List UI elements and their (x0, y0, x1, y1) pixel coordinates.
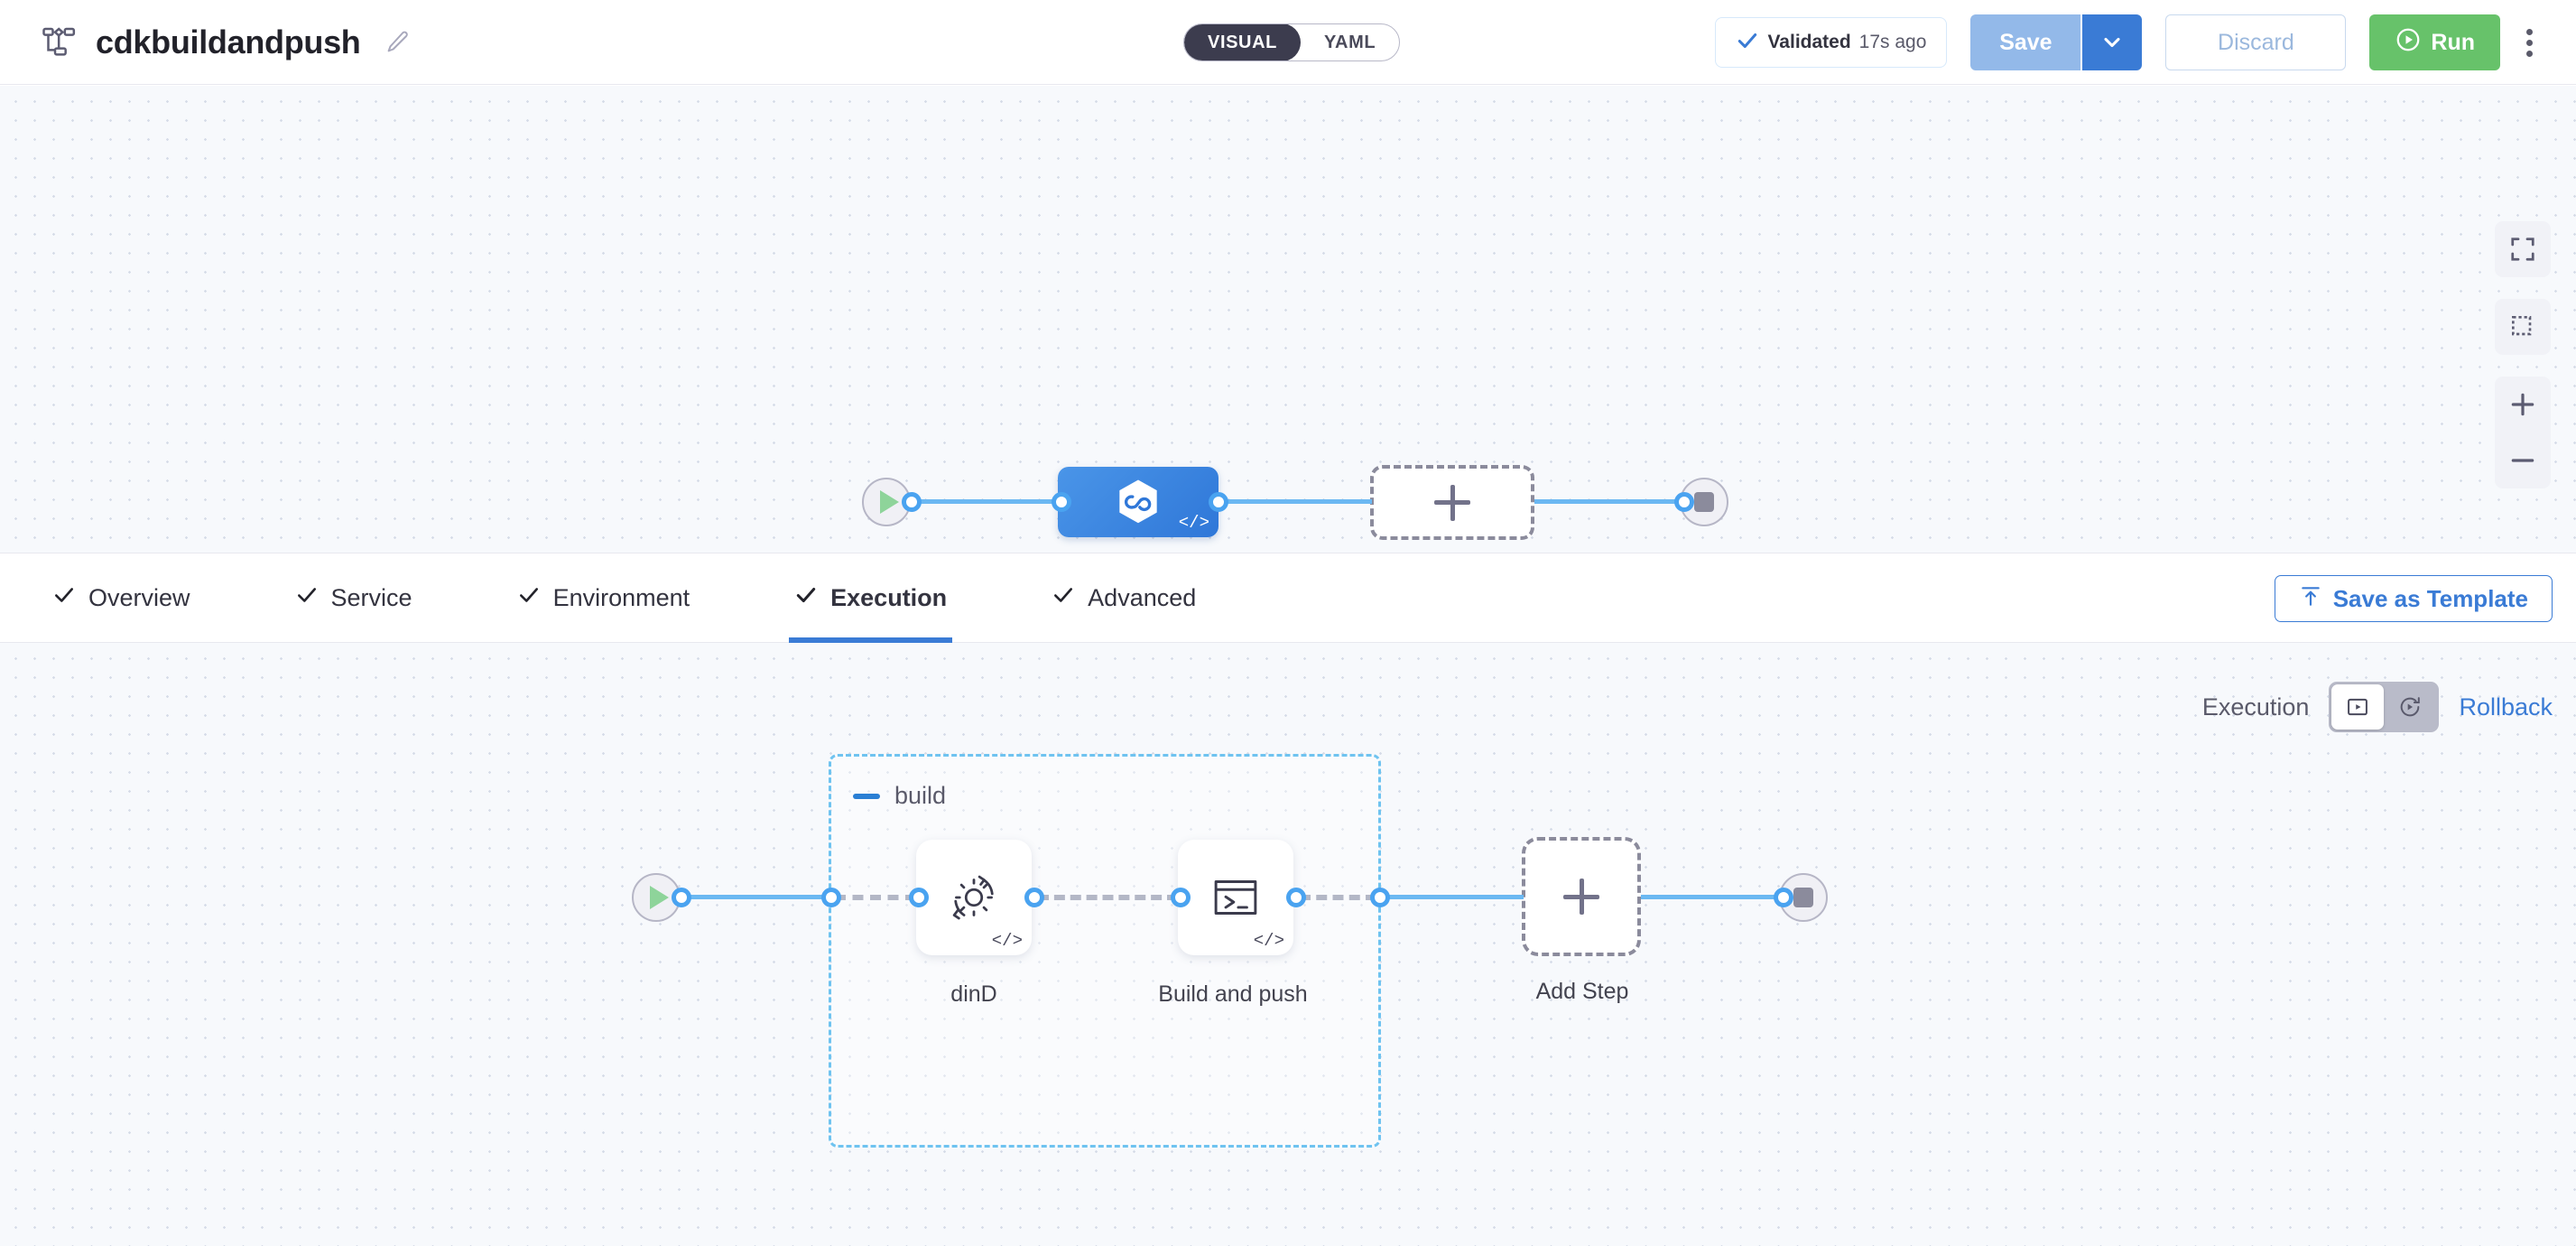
build-group-out-port[interactable] (1370, 888, 1390, 907)
validated-label: Validated (1767, 32, 1851, 52)
add-stage-button[interactable] (1370, 465, 1534, 540)
view-mode-visual[interactable]: VISUAL (1184, 24, 1301, 60)
upload-template-icon (2299, 584, 2322, 614)
ckd-out-port[interactable] (1209, 492, 1228, 512)
edge-group-to-addstep (1381, 895, 1524, 899)
edge-buildpush-to-groupend (1300, 895, 1376, 900)
play-icon (649, 886, 669, 909)
pencil-edit-icon[interactable] (381, 26, 413, 59)
stop-icon (1694, 492, 1714, 512)
execution-mode-toggle[interactable] (2329, 682, 2440, 732)
edge-start-to-ckd (912, 499, 1061, 504)
dashed-select-icon[interactable] (2495, 299, 2551, 355)
run-button[interactable]: Run (2369, 14, 2500, 70)
infinity-hexagon-icon (1119, 479, 1157, 524)
save-button-group: Save (1970, 14, 2143, 70)
edge-start-to-build (681, 895, 830, 899)
page-title: cdkbuildandpush (96, 23, 361, 60)
more-vertical-icon[interactable] (2506, 14, 2553, 70)
ckd-in-port[interactable] (1052, 492, 1071, 512)
discard-button[interactable]: Discard (2165, 14, 2347, 70)
edge-addstep-to-end (1641, 895, 1787, 899)
rollback-button[interactable]: Rollback (2459, 693, 2553, 721)
save-as-template-label: Save as Template (2332, 584, 2528, 612)
step-canvas[interactable]: Execution Rollback (0, 643, 2576, 1246)
buildpush-in-port[interactable] (1171, 888, 1191, 907)
check-icon (517, 583, 541, 613)
step-node-build-and-push[interactable]: </> (1178, 840, 1293, 955)
tab-execution-label: Execution (830, 583, 948, 611)
run-label: Run (2431, 29, 2475, 55)
step-end-port[interactable] (1774, 888, 1793, 907)
check-icon (52, 583, 76, 613)
plus-icon[interactable] (2495, 377, 2551, 432)
stage-node-ckd[interactable]: </> (1058, 467, 1219, 537)
play-circle-icon (2395, 26, 2422, 60)
zoom-in-out-group (2495, 377, 2551, 488)
execution-rollback-controls: Execution Rollback (2202, 682, 2553, 732)
pipeline-flow-icon (40, 23, 79, 62)
add-step-label: Add Step (1535, 979, 1629, 1004)
buildpush-out-port[interactable] (1286, 888, 1306, 907)
tab-service-label: Service (330, 583, 412, 611)
check-icon (295, 583, 319, 613)
edge-addstage-to-end (1534, 499, 1688, 504)
stop-icon (1793, 888, 1813, 907)
build-group-in-port[interactable] (821, 888, 841, 907)
tab-service[interactable]: Service (290, 553, 418, 643)
fullscreen-icon[interactable] (2495, 221, 2551, 277)
step-label-build-and-push: Build and push (1158, 981, 1308, 1007)
save-button[interactable]: Save (1970, 14, 2083, 70)
gear-rotate-icon (952, 875, 994, 920)
tab-advanced-label: Advanced (1088, 583, 1197, 611)
step-node-dind[interactable]: </> (916, 840, 1032, 955)
execution-label: Execution (2201, 693, 2310, 721)
save-as-template-button[interactable]: Save as Template (2274, 575, 2553, 622)
app-header: cdkbuildandpush VISUAL YAML Validated 17… (0, 0, 2576, 85)
stage-end-port[interactable] (1674, 492, 1694, 512)
header-actions: Validated 17s ago Save Discard Run (1715, 0, 2553, 85)
play-icon (879, 490, 899, 514)
dind-in-port[interactable] (909, 888, 929, 907)
add-step-button[interactable] (1522, 837, 1641, 956)
play-box-icon[interactable] (2331, 684, 2385, 730)
tab-execution[interactable]: Execution (789, 553, 953, 643)
tab-overview-label: Overview (88, 583, 190, 611)
status-badge: Validated 17s ago (1715, 17, 1948, 68)
group-name-label: build (894, 782, 947, 809)
code-badge-dind: </> (991, 931, 1023, 951)
tab-environment[interactable]: Environment (512, 553, 696, 643)
code-badge-ckd: </> (1178, 513, 1209, 533)
check-icon (1736, 29, 1759, 57)
minus-icon[interactable] (2495, 432, 2551, 488)
step-end-node[interactable] (1779, 873, 1828, 922)
stage-end-node[interactable] (1680, 478, 1728, 526)
edge-ckd-to-addstage (1219, 499, 1372, 504)
section-tabs: Overview Service Environment Execution A… (0, 553, 2576, 643)
step-label-dind: dinD (950, 981, 997, 1007)
view-mode-yaml[interactable]: YAML (1323, 32, 1376, 52)
edge-group-to-dind (835, 895, 916, 900)
canvas-zoom-controls (2495, 221, 2551, 488)
header-left-group: cdkbuildandpush (0, 23, 413, 62)
check-icon (1052, 583, 1075, 613)
chevron-down-icon[interactable] (2082, 14, 2143, 70)
code-badge-buildpush: </> (1253, 931, 1284, 951)
step-group-build[interactable]: build (829, 754, 1381, 1148)
group-header: build (853, 782, 946, 810)
check-icon (794, 583, 818, 613)
play-rotate-icon[interactable] (2384, 684, 2436, 730)
minus-icon[interactable] (853, 793, 880, 799)
edge-dind-to-buildpush (1038, 895, 1178, 900)
tab-advanced[interactable]: Advanced (1046, 553, 1201, 643)
terminal-icon (1214, 880, 1257, 915)
tab-overview[interactable]: Overview (47, 553, 196, 643)
stage-canvas[interactable]: </> ckd Add Stage (0, 86, 2576, 603)
stage-start-port[interactable] (902, 492, 922, 512)
tab-environment-label: Environment (552, 583, 690, 611)
step-start-port[interactable] (672, 888, 691, 907)
validated-time: 17s ago (1858, 32, 1927, 52)
view-mode-toggle[interactable]: VISUAL YAML (1183, 23, 1401, 61)
dind-out-port[interactable] (1024, 888, 1044, 907)
